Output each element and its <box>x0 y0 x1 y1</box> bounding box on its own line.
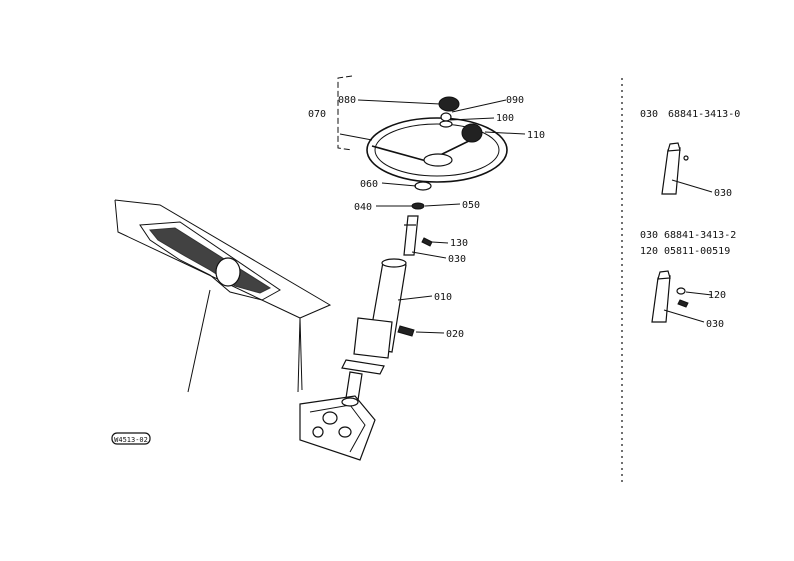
variant-a-part-number: 68841-3413-0 <box>668 109 740 120</box>
callout-040: 040 <box>354 202 372 213</box>
variant-b-callout-120: 120 <box>708 290 726 301</box>
callout-090: 090 <box>506 95 524 106</box>
variant-b: 030 68841-3413-2 120 05811-00519 120 030 <box>640 230 736 330</box>
callout-130: 130 <box>450 238 468 249</box>
callout-010: 010 <box>434 292 452 303</box>
variant-b-row-1-code: 030 <box>640 230 658 241</box>
variant-a-code: 030 <box>640 109 658 120</box>
callout-070: 070 <box>308 109 326 120</box>
steering-wheel <box>366 117 508 183</box>
variant-b-row-2-part-number: 05811-00519 <box>664 246 730 257</box>
wheel-cap-parts <box>438 96 460 128</box>
callout-110: 110 <box>527 130 545 141</box>
steering-gearbox <box>299 371 376 461</box>
variant-a: 030 68841-3413-0 030 <box>640 109 740 199</box>
svg-text:W4513-02: W4513-02 <box>114 436 148 444</box>
callout-100: 100 <box>496 113 514 124</box>
dashboard-panel <box>114 199 332 393</box>
callout-030: 030 <box>448 254 466 265</box>
group-bracket-070 <box>337 75 353 151</box>
callout-050: 050 <box>462 200 480 211</box>
variant-b-row-2-code: 120 <box>640 246 658 257</box>
variant-a-callout: 030 <box>714 188 732 199</box>
column-tube <box>341 258 415 375</box>
upper-shaft <box>403 215 433 256</box>
variant-b-callout-030: 030 <box>706 319 724 330</box>
leader-lines <box>339 99 526 334</box>
callout-060: 060 <box>360 179 378 190</box>
callout-020: 020 <box>446 329 464 340</box>
reference-stamp: W4513-02 <box>111 432 151 445</box>
variant-b-row-1-part-number: 68841-3413-2 <box>664 230 736 241</box>
callout-080: 080 <box>338 95 356 106</box>
